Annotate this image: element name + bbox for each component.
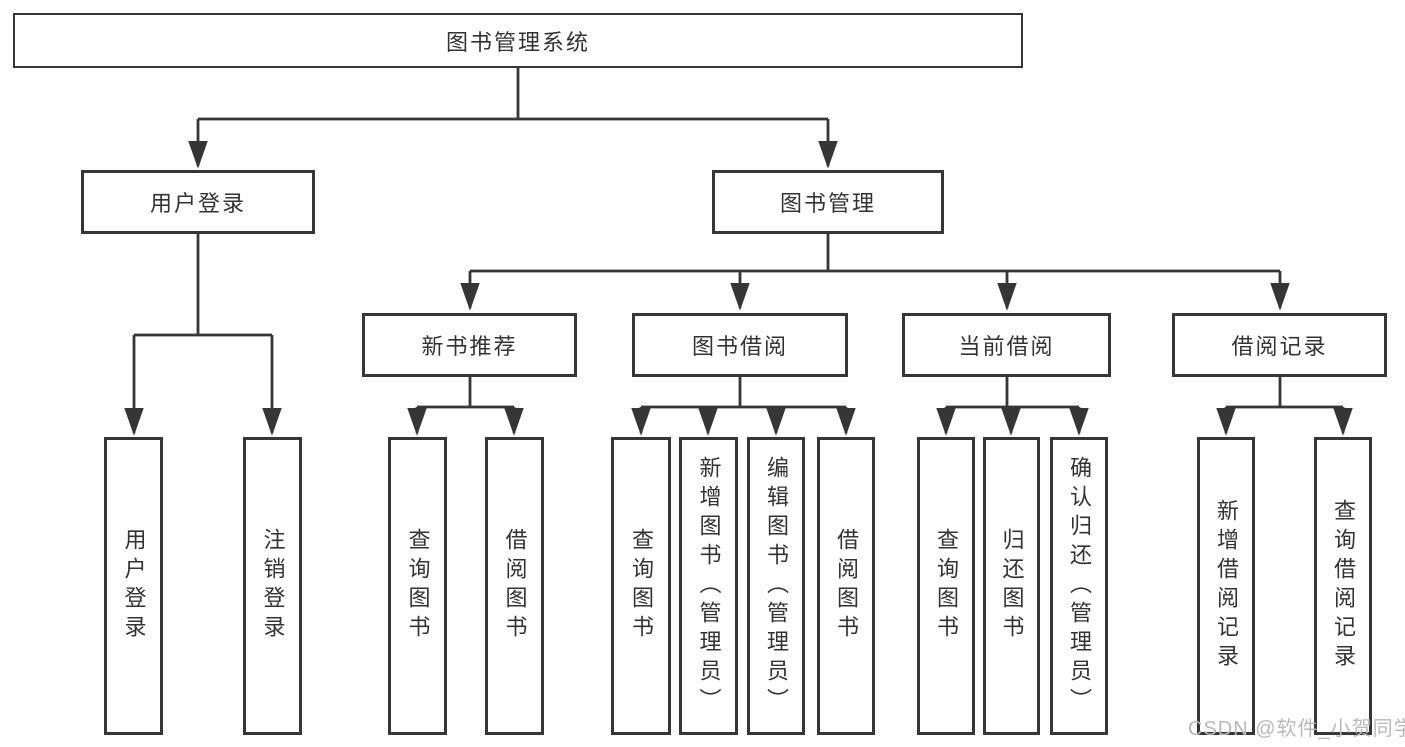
node-borrow-books-leaf: 借阅图书	[817, 437, 875, 735]
node-book-management: 图书管理	[712, 170, 944, 234]
node-edit-books-admin: 编辑图书（管理员）	[747, 437, 805, 735]
node-query-borrow-record: 查询借阅记录	[1314, 437, 1372, 735]
node-book-borrow: 图书借阅	[632, 313, 848, 377]
node-add-books-admin: 新增图书（管理员）	[679, 437, 738, 735]
node-logout-leaf: 注销登录	[243, 437, 302, 735]
node-confirm-return-admin: 确认归还（管理员）	[1050, 437, 1108, 735]
node-add-borrow-record: 新增借阅记录	[1197, 437, 1255, 735]
node-query-books-recommend: 查询图书	[388, 437, 447, 735]
node-new-book-recommend: 新书推荐	[362, 313, 577, 377]
csdn-watermark: CSDN @软件_小贺同学	[1188, 718, 1405, 740]
node-borrow-books-recommend: 借阅图书	[485, 437, 544, 735]
node-query-books-borrow: 查询图书	[611, 437, 671, 735]
node-borrow-records: 借阅记录	[1172, 313, 1387, 377]
node-query-books-current: 查询图书	[917, 437, 975, 735]
node-library-system: 图书管理系统	[13, 13, 1023, 68]
node-user-login-leaf: 用户登录	[104, 437, 163, 735]
node-current-borrow: 当前借阅	[902, 313, 1111, 377]
node-user-login: 用户登录	[81, 170, 315, 234]
node-return-books: 归还图书	[983, 437, 1040, 735]
